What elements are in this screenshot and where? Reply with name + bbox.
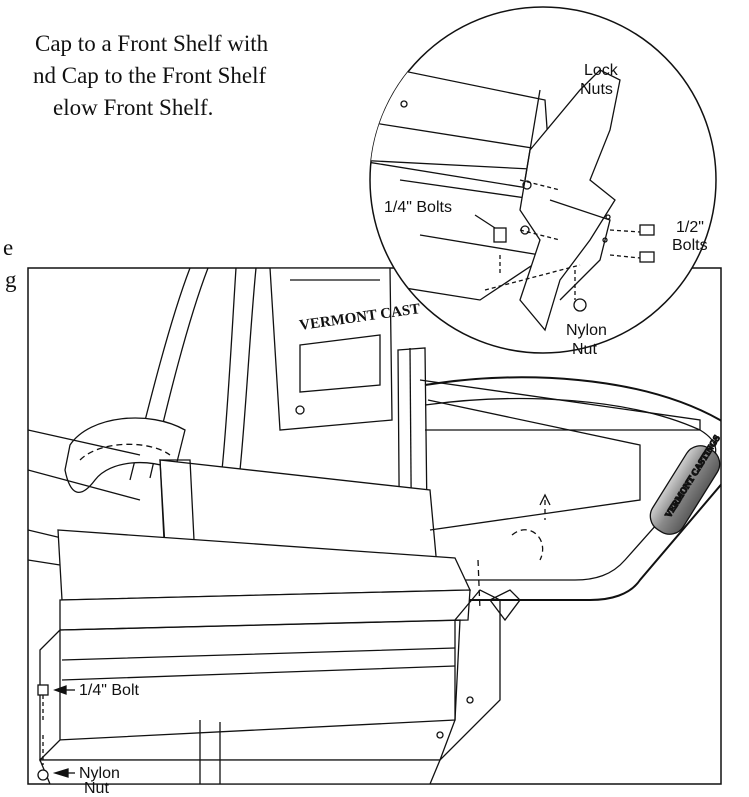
- detail-inset-drawing: [370, 59, 655, 332]
- instruction-line-5-fragment: g: [5, 267, 17, 292]
- handle-bar: [424, 376, 721, 601]
- detail-nylon-nut-label-line2: Nut: [572, 341, 597, 358]
- instruction-line-3: elow Front Shelf.: [53, 95, 214, 120]
- half-inch-bolts-label-line1: 1/2": [676, 219, 704, 236]
- instruction-line-2: nd Cap to the Front Shelf: [33, 63, 267, 88]
- main-nylon-nut-label-line2: Nut: [84, 780, 109, 797]
- lock-nuts-label-line2: Nuts: [580, 81, 613, 98]
- quarter-inch-bolt-label: 1/4" Bolt: [79, 682, 139, 699]
- front-shelf: [59, 589, 471, 631]
- instruction-line-4-fragment: e: [3, 235, 14, 260]
- half-inch-bolts-label-line2: Bolts: [672, 237, 708, 254]
- grill-cart-illustration: VERMONT CASTINGS: [28, 268, 721, 784]
- quarter-inch-bolts-label: 1/4" Bolts: [384, 199, 452, 216]
- detail-nylon-nut-label-line1: Nylon: [566, 322, 607, 339]
- sign-panel: [269, 268, 393, 431]
- lock-nuts-label-line1: Lock: [584, 62, 619, 79]
- hanger-hook: [64, 417, 186, 493]
- instruction-line-1: Cap to a Front Shelf with: [35, 31, 269, 56]
- main-nylon-nut-label-line1: Nylon: [79, 765, 120, 782]
